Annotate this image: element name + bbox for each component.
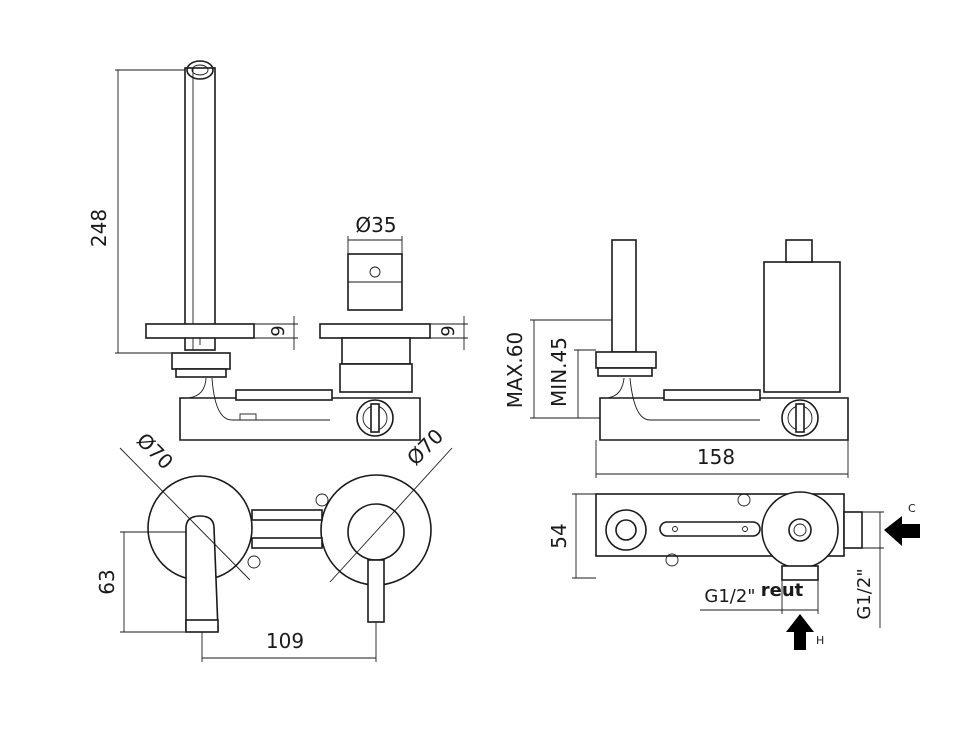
dim-center-distance: 109 [266, 629, 304, 653]
cold-inlet-label: C [908, 502, 916, 515]
dim-plate-thickness-left: 9 [268, 325, 289, 336]
mixer-lever [367, 559, 385, 623]
hot-inlet-label: H [816, 634, 824, 647]
cartridge-housing [763, 261, 841, 393]
dim-body-diameter: Ø35 [355, 213, 396, 237]
dim-inlet-side: G1/2" [854, 568, 875, 619]
front-view: Ø70 Ø70 63 109 [95, 424, 453, 662]
spout-connector [171, 352, 231, 370]
dim-spout-height: 248 [87, 209, 111, 247]
embedded-box-left [179, 397, 421, 441]
dim-inlet-bottom: G1/2" [704, 586, 755, 607]
mixer-valve-top [761, 491, 839, 569]
spout-wall-plate [145, 323, 255, 339]
dim-wall-min: MIN.45 [547, 337, 571, 407]
dim-box-depth: 54 [547, 523, 571, 548]
hot-inlet-arrow-icon [786, 614, 814, 650]
cold-inlet-arrow-icon [884, 516, 920, 546]
dim-box-length: 158 [697, 445, 735, 469]
side-elevation-view: 248 Ø35 9 9 [87, 60, 468, 441]
dim-spout-projection: 63 [95, 569, 119, 594]
mixer-inlet [356, 399, 394, 437]
spout-front [185, 515, 219, 631]
dim-plate-thickness-right: 9 [438, 325, 459, 336]
spout-aerator [186, 60, 214, 80]
embedded-box-top-view: 54 G1/2" reut G1/2" C H [547, 491, 920, 650]
dim-rosette-diameter-right: Ø70 [402, 424, 448, 470]
brand-mark: reut [761, 580, 804, 601]
dim-wall-max: MAX.60 [503, 332, 527, 408]
embedded-box-side-view: MAX.60 MIN.45 158 [503, 239, 849, 478]
spout-pipe [184, 67, 216, 351]
spout-stub [611, 239, 637, 353]
